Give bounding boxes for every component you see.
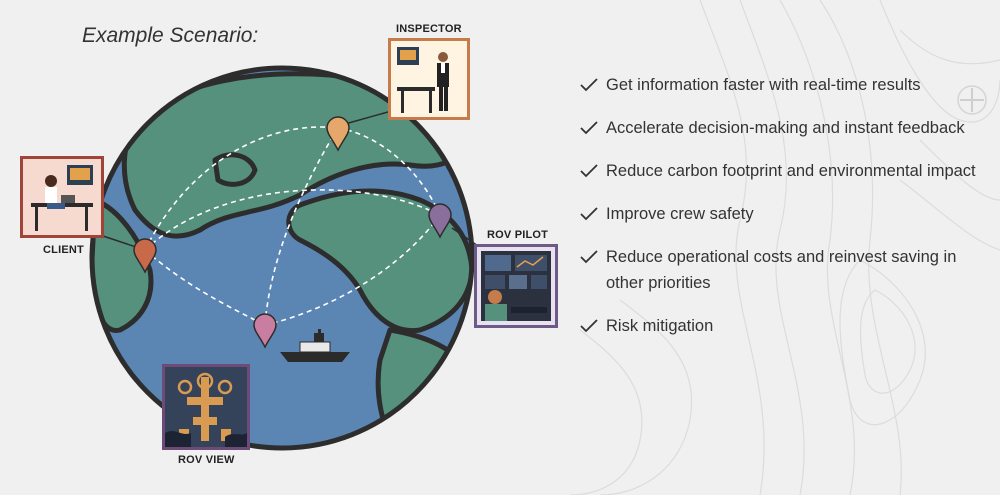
- scenario-title: Example Scenario:: [82, 24, 259, 47]
- island: [212, 152, 258, 187]
- rov-view-card: [162, 364, 250, 450]
- link-client-inspector: [144, 126, 339, 251]
- map-pin-icon: [133, 238, 157, 274]
- list-item: Improve crew safety: [580, 201, 980, 227]
- list-item: Risk mitigation: [580, 313, 980, 339]
- label-client: CLIENT: [43, 244, 84, 256]
- inspector-card: [388, 38, 470, 120]
- benefits-list: Get information faster with real-time re…: [580, 72, 980, 356]
- benefit-text: Reduce operational costs and reinvest sa…: [606, 248, 957, 292]
- list-item: Get information faster with real-time re…: [580, 72, 980, 98]
- list-item: Reduce carbon footprint and environmenta…: [580, 158, 980, 184]
- continent-south: [375, 327, 472, 448]
- label-rov-pilot: ROV PILOT: [487, 229, 549, 241]
- label-inspector: INSPECTOR: [396, 23, 462, 35]
- ship-icon: [280, 329, 350, 362]
- list-item: Accelerate decision-making and instant f…: [580, 115, 980, 141]
- map-pin-icon: [428, 203, 452, 239]
- link-client-pilot: [144, 189, 441, 251]
- link-inspector-view: [264, 127, 339, 326]
- check-icon: [580, 207, 598, 221]
- plus-icon: [960, 88, 984, 112]
- client-card: [20, 156, 104, 238]
- label-rov-view: ROV VIEW: [178, 454, 235, 466]
- benefit-text: Get information faster with real-time re…: [606, 76, 921, 94]
- map-pin-icon: [253, 313, 277, 349]
- check-icon: [580, 164, 598, 178]
- benefit-text: Accelerate decision-making and instant f…: [606, 119, 965, 137]
- benefit-text: Improve crew safety: [606, 205, 754, 223]
- benefit-text: Reduce carbon footprint and environmenta…: [606, 162, 976, 180]
- link-client-view: [144, 249, 266, 326]
- link-inspector-pilot: [337, 127, 441, 216]
- list-item: Reduce operational costs and reinvest sa…: [580, 244, 980, 296]
- rov-pilot-card: [474, 244, 558, 328]
- check-icon: [580, 121, 598, 135]
- continent-east: [286, 188, 472, 334]
- check-icon: [580, 319, 598, 333]
- map-pin-icon: [326, 116, 350, 152]
- benefit-text: Risk mitigation: [606, 317, 714, 335]
- check-icon: [580, 78, 598, 92]
- check-icon: [580, 250, 598, 264]
